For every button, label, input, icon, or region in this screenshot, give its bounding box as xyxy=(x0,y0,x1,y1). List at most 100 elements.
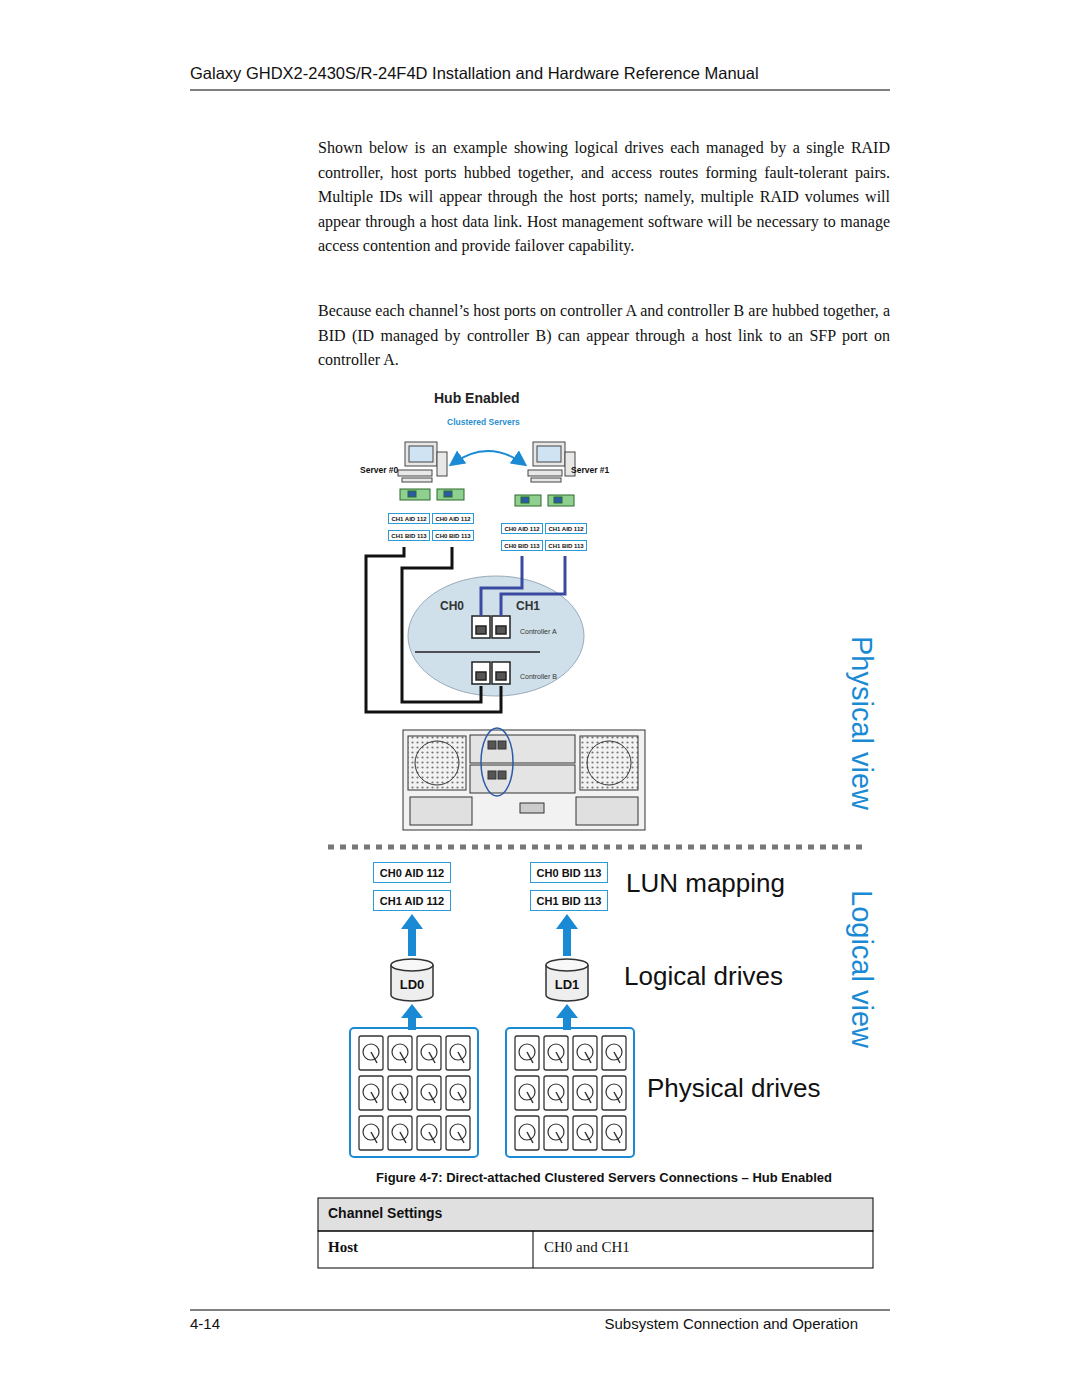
hard-drive xyxy=(573,1116,597,1150)
hard-drive xyxy=(388,1036,412,1070)
sfp-port xyxy=(472,662,490,684)
hba-card xyxy=(400,489,430,500)
cluster-arrow xyxy=(452,451,524,464)
hba-card xyxy=(548,495,574,506)
logical-drive: LD0 xyxy=(389,958,435,1002)
enclosure-rear xyxy=(403,730,645,830)
up-arrow xyxy=(401,1004,423,1030)
enclosure-rear xyxy=(520,803,544,813)
settings-table xyxy=(318,1198,873,1231)
server-label: Server #0 xyxy=(360,465,398,475)
channel-label: CH1 xyxy=(516,599,540,613)
hba-card xyxy=(400,489,574,506)
enclosure-rear xyxy=(481,728,513,796)
drive-arm xyxy=(429,1132,435,1143)
id-box: CH1 BID 113 xyxy=(545,540,586,551)
fibre-wire xyxy=(366,547,565,712)
view-label: Physical view xyxy=(845,636,878,810)
server-computer xyxy=(533,442,565,466)
sfp-port xyxy=(496,672,506,680)
page-number: 4-14 xyxy=(190,1315,220,1332)
hard-drive xyxy=(573,1036,597,1070)
id-box: CH1 AID 112 xyxy=(373,890,451,911)
id-box: CH0 AID 112 xyxy=(373,862,451,883)
server-computer xyxy=(528,470,562,476)
fibre-wire xyxy=(402,547,481,702)
settings-table xyxy=(318,1198,873,1268)
id-label: CH0 BID 113 xyxy=(537,867,602,879)
id-label: CH1 AID 112 xyxy=(391,516,426,522)
drive-arm xyxy=(400,1092,406,1103)
drive-arm xyxy=(527,1052,533,1063)
id-box: CH0 BID 113 xyxy=(501,540,542,551)
fibre-wire xyxy=(366,547,501,712)
cylinder-top xyxy=(546,959,588,971)
enclosure-rear xyxy=(488,741,496,749)
drive-arm xyxy=(585,1092,591,1103)
hard-drive xyxy=(359,1076,383,1110)
hard-drive xyxy=(573,1076,597,1110)
id-label: CH1 AID 112 xyxy=(548,526,583,532)
id-label: CH0 AID 112 xyxy=(435,516,470,522)
drive-arm xyxy=(371,1132,377,1143)
controller-ellipse xyxy=(415,651,540,653)
hard-drive xyxy=(602,1116,626,1150)
figure-caption: Figure 4-7: Direct-attached Clustered Se… xyxy=(318,1170,890,1185)
fibre-wire xyxy=(501,556,565,616)
server-computer xyxy=(437,452,447,476)
server-computer xyxy=(402,478,432,482)
drive-arm xyxy=(458,1092,464,1103)
sfp-port xyxy=(472,616,510,684)
server-computer xyxy=(405,442,437,466)
id-box: CH0 AID 112 xyxy=(432,513,473,524)
enclosure-rear xyxy=(488,771,496,779)
drive-arm xyxy=(527,1132,533,1143)
id-label: CH1 BID 113 xyxy=(537,895,602,907)
drive-label: LD1 xyxy=(555,977,580,992)
server-computer xyxy=(398,442,575,482)
enclosure-rear xyxy=(408,736,466,790)
id-box: CH0 BID 113 xyxy=(530,862,608,883)
up-arrow xyxy=(401,1004,578,1030)
figure-title: Hub Enabled xyxy=(434,390,520,406)
drive-group xyxy=(350,1028,634,1157)
footer-rule xyxy=(190,1310,890,1311)
drive-arm xyxy=(527,1092,533,1103)
id-box: CH0 BID 113 xyxy=(432,530,473,541)
id-box: CH0 AID 112 xyxy=(501,523,542,534)
drive-group xyxy=(506,1028,634,1157)
hard-drive xyxy=(602,1076,626,1110)
hard-drive xyxy=(417,1036,441,1070)
hba-card xyxy=(515,495,541,506)
hba-card xyxy=(521,497,529,503)
id-label: CH1 BID 113 xyxy=(391,533,426,539)
hard-drive xyxy=(544,1036,568,1070)
server-computer xyxy=(537,446,561,462)
hard-drive xyxy=(515,1116,539,1150)
sfp-port xyxy=(476,672,486,680)
hard-drive xyxy=(359,1036,383,1070)
id-label: CH0 BID 113 xyxy=(435,533,470,539)
id-label: CH1 AID 112 xyxy=(380,895,444,907)
table-cell: CH0 and CH1 xyxy=(544,1239,630,1256)
hba-card xyxy=(437,489,464,500)
up-arrow xyxy=(556,1004,578,1030)
section-label: Logical drives xyxy=(624,961,783,992)
sfp-port xyxy=(472,616,490,638)
hard-drive xyxy=(544,1116,568,1150)
drive-arm xyxy=(458,1052,464,1063)
drive-arm xyxy=(429,1092,435,1103)
hard-drive xyxy=(417,1076,441,1110)
view-label: Logical view xyxy=(845,890,878,1048)
hard-drive xyxy=(446,1076,470,1110)
hard-drive xyxy=(359,1036,626,1150)
hba-card xyxy=(408,491,416,497)
hard-drive xyxy=(359,1116,383,1150)
id-box: CH1 BID 113 xyxy=(530,890,608,911)
drive-arm xyxy=(556,1092,562,1103)
section-label: Physical drives xyxy=(647,1073,820,1104)
hard-drive xyxy=(602,1036,626,1070)
id-label: CH0 BID 113 xyxy=(504,543,539,549)
hard-drive xyxy=(388,1116,412,1150)
